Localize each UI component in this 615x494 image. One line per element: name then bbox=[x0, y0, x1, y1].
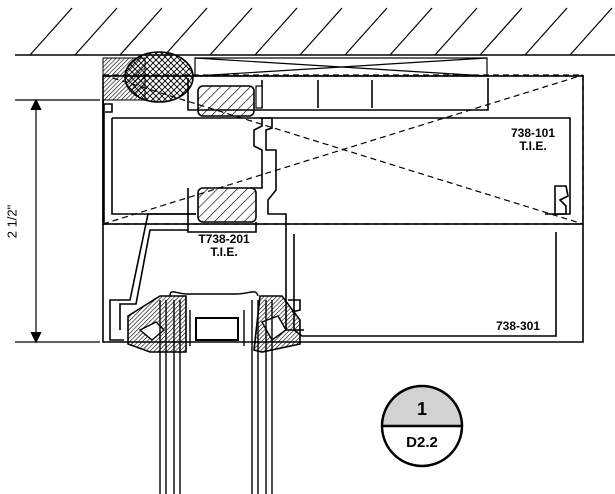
thermal-break-lower bbox=[197, 187, 257, 223]
dimension-text: 2 1/2" bbox=[4, 204, 20, 239]
part-number-t738-201: T738-201 bbox=[198, 232, 250, 246]
dimension-line bbox=[15, 98, 100, 344]
detail-number: 1 bbox=[416, 399, 427, 419]
detail-sheet: D2.2 bbox=[406, 434, 438, 451]
label-738-301: 738-301 bbox=[486, 320, 550, 333]
detail-bubble bbox=[380, 384, 464, 468]
part-number-738-301: 738-301 bbox=[495, 319, 541, 333]
label-t738-201: T738-201 T.I.E. bbox=[184, 233, 264, 259]
sealant-joint bbox=[102, 51, 194, 103]
sill-frame-738-301 bbox=[102, 224, 584, 343]
frame-extent-dashed bbox=[102, 74, 584, 225]
glass-unit bbox=[159, 291, 273, 494]
substrate bbox=[15, 7, 615, 56]
backer-rod bbox=[124, 51, 194, 103]
shim-block bbox=[194, 57, 488, 77]
part-number-738-101: 738-101 bbox=[510, 126, 556, 140]
subframe-t738-201 bbox=[109, 117, 304, 341]
part-note-t738-201: T.I.E. bbox=[210, 245, 238, 259]
thermal-break-upper bbox=[197, 85, 263, 117]
label-738-101: 738-101 T.I.E. bbox=[498, 127, 568, 153]
part-note-738-101: T.I.E. bbox=[519, 139, 547, 153]
